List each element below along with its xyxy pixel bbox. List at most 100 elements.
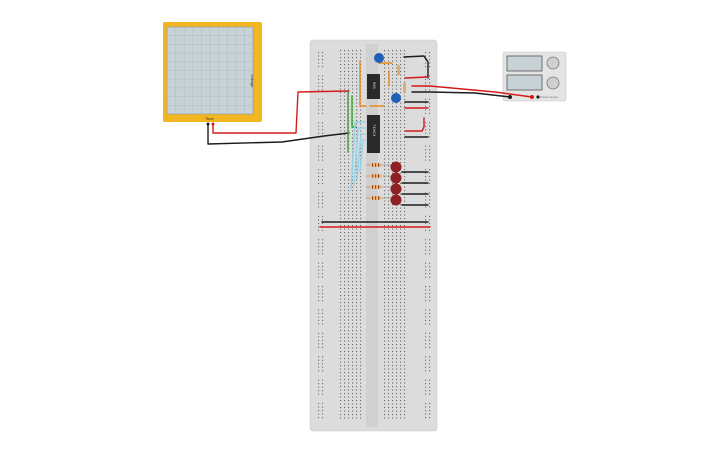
wire-blue-3[interactable] (356, 133, 366, 179)
breadboard-hole (344, 64, 346, 66)
breadboard-hole (352, 344, 354, 346)
wire-blue-1[interactable] (350, 121, 366, 191)
wire-jumper-black-top[interactable] (403, 55, 429, 79)
breadboard-hole (384, 239, 386, 241)
breadboard-hole (356, 344, 358, 346)
breadboard-hole (348, 249, 350, 251)
breadboard-hole (352, 200, 354, 202)
breadboard-hole (429, 339, 431, 341)
led-1[interactable] (390, 161, 402, 173)
wire-orange-1[interactable] (359, 60, 367, 107)
breadboard-hole (392, 375, 394, 377)
voltage-knob[interactable] (546, 56, 560, 70)
counter-chip[interactable] (367, 115, 380, 153)
wire-blue-2[interactable] (353, 127, 366, 186)
breadboard-hole (400, 414, 402, 416)
wire-blue-4[interactable] (359, 139, 366, 172)
breadboard-hole (396, 347, 398, 349)
breadboard-hole (352, 186, 354, 188)
breadboard-hole (429, 169, 431, 171)
breadboard-hole (344, 267, 346, 269)
breadboard-hole (429, 296, 431, 298)
breadboard-hole (388, 148, 390, 150)
breadboard-hole (352, 85, 354, 87)
breadboard-hole (356, 281, 358, 283)
breadboard-hole (348, 67, 350, 69)
breadboard-hole (384, 284, 386, 286)
current-knob[interactable] (546, 76, 560, 90)
led-array[interactable] (390, 161, 402, 206)
breadboard-hole (318, 75, 320, 77)
breadboard-hole (392, 323, 394, 325)
timer-555-chip[interactable] (367, 74, 380, 99)
breadboard-hole (400, 141, 402, 143)
led-4[interactable] (390, 194, 402, 206)
breadboard-hole (348, 193, 350, 195)
breadboard-hole (392, 333, 394, 335)
breadboard-hole (400, 372, 402, 374)
breadboard-hole (425, 262, 427, 264)
breadboard-hole (396, 291, 398, 293)
power-supply[interactable] (502, 51, 567, 102)
breadboard-hole (318, 129, 320, 131)
breadboard-hole (404, 207, 406, 209)
wire-scope-positive[interactable] (212, 90, 350, 134)
timer-resistors[interactable] (397, 65, 406, 93)
breadboard-hole (356, 71, 358, 73)
wire-jumper-red-3[interactable] (404, 117, 425, 132)
supply-terminal-ground[interactable] (536, 95, 540, 99)
breadboard-hole (344, 407, 346, 409)
breadboard-hole (356, 372, 358, 374)
wire-scope-negative[interactable] (207, 123, 350, 145)
breadboard-hole (429, 269, 431, 271)
wire-supply-negative[interactable] (411, 91, 511, 98)
breadboard-hole (356, 207, 358, 209)
breadboard-hole (322, 82, 324, 84)
breadboard-hole (396, 158, 398, 160)
breadboard-hole (429, 89, 431, 91)
breadboard-hole (360, 351, 362, 353)
breadboard-hole (392, 361, 394, 363)
led-2[interactable] (390, 172, 402, 184)
breadboard-hole (400, 235, 402, 237)
breadboard-hole (425, 410, 427, 412)
capacitor-2[interactable] (391, 93, 401, 103)
breadboard-hole (348, 340, 350, 342)
wire-supply-positive[interactable] (411, 85, 533, 98)
breadboard-hole (352, 232, 354, 234)
breadboard-hole (388, 326, 390, 328)
capacitor-1[interactable] (374, 53, 384, 64)
breadboard-hole (396, 309, 398, 311)
breadboard-hole (384, 288, 386, 290)
breadboard-hole (404, 372, 406, 374)
breadboard-hole (356, 228, 358, 230)
breadboard-hole (400, 158, 402, 160)
breadboard-hole (384, 50, 386, 52)
wire-jumper-red-1[interactable] (404, 76, 429, 79)
breadboard-hole (404, 400, 406, 402)
breadboard-hole (348, 368, 350, 370)
breadboard-hole (384, 249, 386, 251)
breadboard-hole (392, 158, 394, 160)
breadboard-hole (352, 368, 354, 370)
breadboard-hole (384, 260, 386, 262)
breadboard-hole (340, 256, 342, 258)
breadboard-hole (429, 417, 431, 419)
breadboard-hole (360, 204, 362, 206)
breadboard-hole (340, 85, 342, 87)
breadboard-hole (348, 288, 350, 290)
led-resistors[interactable] (366, 163, 392, 200)
breadboard-hole (400, 123, 402, 125)
breadboard-hole (348, 242, 350, 244)
breadboard-hole (404, 179, 406, 181)
oscilloscope[interactable] (163, 22, 262, 126)
breadboard-hole (404, 260, 406, 262)
breadboard-hole (388, 95, 390, 97)
led-3[interactable] (390, 183, 402, 195)
breadboard-hole (360, 298, 362, 300)
breadboard-hole (384, 176, 386, 178)
breadboard-hole (352, 242, 354, 244)
breadboard-hole (318, 159, 320, 161)
breadboard-hole (352, 302, 354, 304)
